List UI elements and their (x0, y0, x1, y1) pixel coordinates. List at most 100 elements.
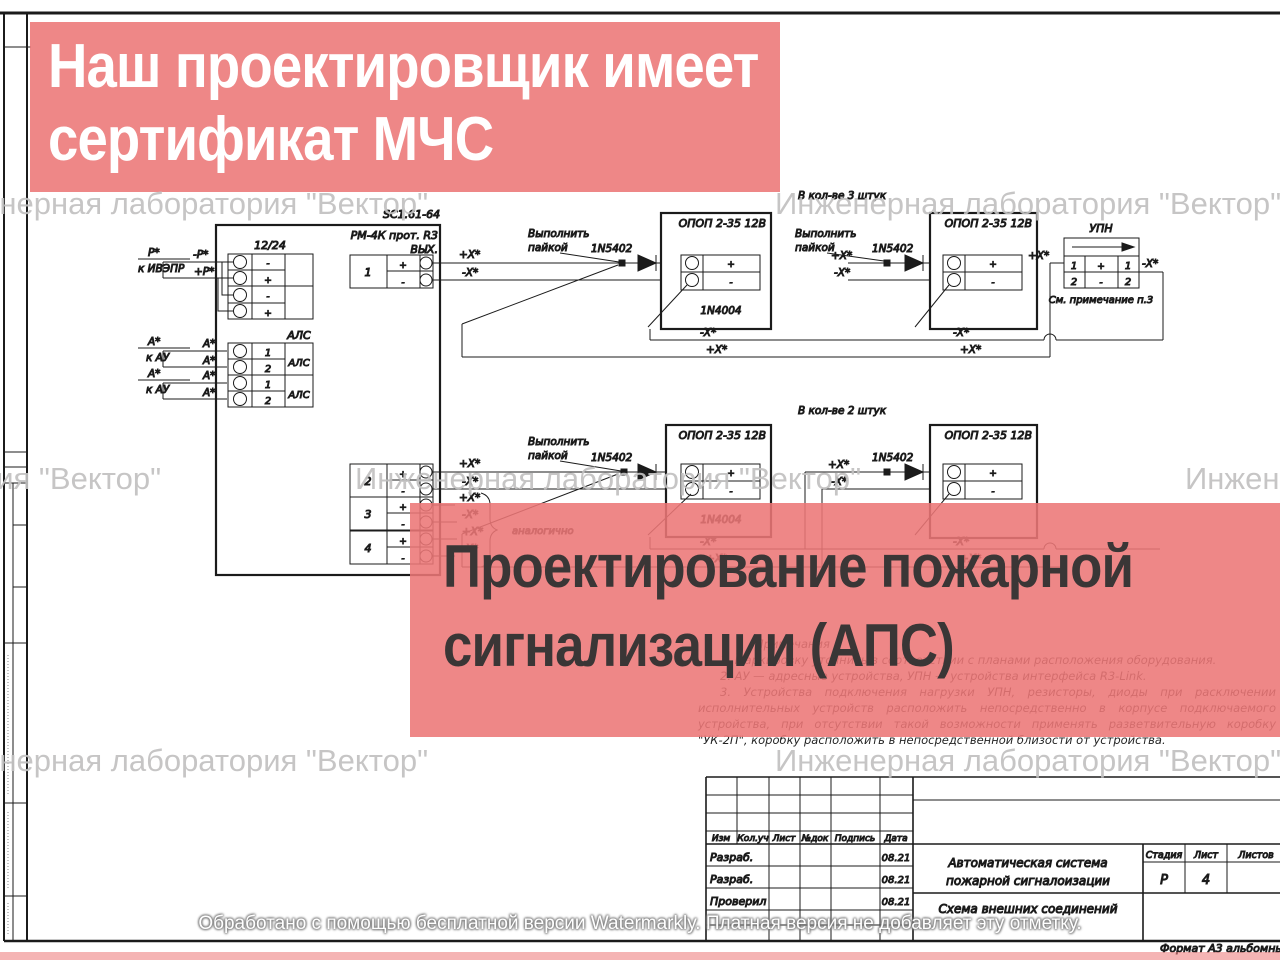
svg-text:2: 2 (365, 475, 372, 488)
svg-text:В кол-ве 3 штук: В кол-ве 3 штук (798, 190, 887, 202)
svg-text:+Х*: +Х* (459, 249, 480, 261)
svg-text:-Х*: -Х* (462, 267, 478, 279)
svg-text:+: + (399, 503, 407, 513)
svg-text:А*: А* (147, 368, 160, 380)
svg-text:08.21: 08.21 (882, 853, 911, 864)
svg-text:2: 2 (1071, 277, 1077, 288)
svg-text:А*: А* (202, 387, 215, 399)
svg-text:+: + (399, 537, 407, 547)
title-block: Изм Кол.уч Лист №док Подпись Дата Разраб… (705, 776, 1280, 941)
svg-text:1N4004: 1N4004 (700, 305, 741, 317)
svg-text:+: + (727, 260, 735, 270)
svg-text:АЛС: АЛС (286, 329, 311, 342)
svg-text:1: 1 (1125, 261, 1131, 272)
svg-text:А*: А* (202, 338, 215, 350)
svg-text:Лист: Лист (772, 834, 797, 844)
svg-text:Подпись: Подпись (835, 834, 875, 844)
svg-text:+: + (989, 260, 997, 270)
svg-text:А*: А* (202, 370, 215, 382)
svg-text:-: - (266, 292, 269, 302)
svg-text:+Х*: +Х* (1028, 250, 1049, 262)
promo-banner-bottom-edge (0, 952, 1280, 960)
svg-text:1: 1 (265, 348, 271, 359)
svg-text:пайкой: пайкой (528, 242, 568, 254)
project-title-1: Автоматическая система (947, 856, 1107, 870)
svg-text:ОПОП 2-35 12В: ОПОП 2-35 12В (945, 217, 1032, 230)
watermark-tile: Инженерная лаборатория "Вектор" (775, 743, 1280, 778)
watermark-tile: Инженерная лаборатория "Вектор" (775, 186, 1280, 221)
svg-text:-: - (401, 278, 404, 288)
margin-stamps (4, 451, 27, 941)
svg-text:А*: А* (202, 355, 215, 367)
svg-text:-: - (401, 487, 404, 497)
svg-text:Листов: Листов (1237, 850, 1274, 861)
left-io: Р* к ИВЭПР -Р* +Р* А* к АУ А* А* А* к АУ… (138, 247, 227, 400)
promo-text-top-line1: Наш проектировщик имеет (48, 32, 759, 101)
svg-text:Проверил: Проверил (710, 895, 766, 908)
svg-text:1N5402: 1N5402 (591, 452, 633, 464)
device-code: SC1.61-64 (383, 208, 440, 221)
svg-text:2: 2 (265, 364, 271, 375)
watermark-tile: Инженерная лаборатория "Вектор" (355, 461, 862, 496)
svg-text:-: - (991, 278, 994, 288)
device-name: РМ-4К прот. R3 (351, 229, 438, 242)
svg-text:-Р*: -Р* (193, 249, 208, 261)
svg-text:АЛС: АЛС (287, 358, 309, 369)
svg-text:+Х*: +Х* (706, 344, 727, 356)
opop-2: ОПОП 2-35 12В + - (928, 211, 1039, 331)
svg-text:Р*: Р* (148, 247, 160, 259)
svg-text:См. примечание п.3: См. примечание п.3 (1049, 295, 1153, 306)
upn-block: УПН 1 2 + - 1 2 См. примечание п.3 (1048, 222, 1153, 307)
svg-text:ОПОП 2-35 12В: ОПОП 2-35 12В (679, 429, 766, 442)
svg-text:+: + (1097, 262, 1105, 272)
svg-text:2: 2 (265, 396, 271, 407)
svg-text:1: 1 (1071, 261, 1077, 272)
svg-text:пайкой: пайкой (528, 450, 568, 462)
svg-text:+Х*: +Х* (960, 344, 981, 356)
svg-text:ОПОП 2-35 12В: ОПОП 2-35 12В (679, 217, 766, 230)
stage-value: Р (1160, 873, 1168, 888)
svg-text:пайкой: пайкой (795, 242, 835, 254)
svg-text:к ИВЭПР: к ИВЭПР (138, 263, 185, 275)
watermark-tile: Инженерная лаборатория "Вектор" (1185, 461, 1280, 496)
svg-text:+Х*: +Х* (459, 492, 480, 504)
watermark-tile: Инженерная лаборатория "Вектор" (0, 743, 429, 778)
promo-text-top-line2: сертификат МЧС (48, 105, 494, 174)
svg-text:А*: А* (147, 336, 160, 348)
svg-text:В кол-ве 2 штук: В кол-ве 2 штук (798, 405, 887, 417)
als-strip: АЛС 1 2 1 2 АЛС АЛС (227, 329, 314, 408)
watermark-tile: Инженерная лаборатория "Вектор" (0, 186, 429, 221)
svg-text:к АУ: к АУ (146, 384, 170, 396)
svg-text:1N5402: 1N5402 (872, 243, 914, 255)
svg-text:-Х*: -Х* (831, 476, 847, 488)
watermarkly-notice: Обработано с помощью бесплатной версии W… (198, 913, 1082, 934)
svg-text:1N5402: 1N5402 (591, 243, 633, 255)
svg-text:Лист: Лист (1193, 850, 1219, 861)
svg-text:2: 2 (1125, 277, 1131, 288)
svg-text:+Х*: +Х* (459, 458, 480, 470)
svg-text:Выполнить: Выполнить (795, 228, 857, 240)
svg-text:Разраб.: Разраб. (710, 873, 753, 886)
sheet-frame (0, 11, 1280, 943)
watermark-tile: Инженерная лаборатория "Вектор" (0, 461, 162, 496)
svg-text:Кол.уч: Кол.уч (737, 834, 768, 844)
svg-text:-: - (991, 487, 994, 497)
arrow-icon (1121, 242, 1136, 252)
svg-text:Выполнить: Выполнить (528, 436, 590, 448)
project-title-2: пожарной сигналоизации (946, 874, 1110, 888)
svg-text:АЛС: АЛС (287, 390, 309, 401)
svg-text:Дата: Дата (883, 834, 907, 844)
svg-text:-: - (729, 278, 732, 288)
svg-text:+Х*: +Х* (831, 250, 852, 262)
svg-text:1: 1 (365, 266, 372, 279)
svg-text:УПН: УПН (1089, 222, 1112, 235)
promo-text-middle: Проектирование пожарной сигнализации (АП… (443, 527, 1134, 685)
out-header: ВЫХ. (410, 243, 438, 256)
svg-text:Выполнить: Выполнить (528, 228, 590, 240)
promo-text-mid-line2: сигнализации (АПС) (443, 612, 955, 679)
opop-1: ОПОП 2-35 12В + - 1N4004 (659, 211, 773, 331)
svg-text:-Х*: -Х* (700, 327, 716, 339)
svg-text:+: + (399, 261, 407, 271)
